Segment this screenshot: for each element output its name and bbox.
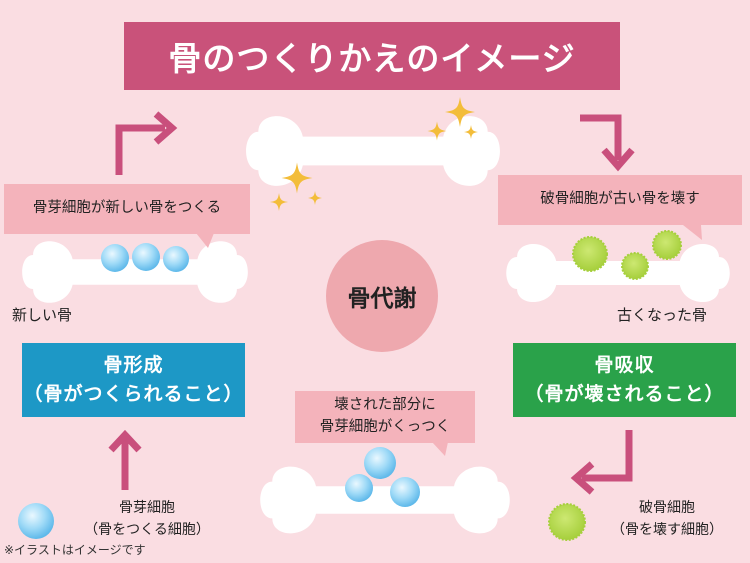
old-bone-label: 古くなった骨: [617, 306, 708, 324]
old-bone-illustration: [506, 243, 730, 303]
osteoblast-legend-line1: 骨芽細胞: [119, 500, 175, 516]
sparkle-icon: [270, 193, 288, 211]
page-title: 骨のつくりかえのイメージ: [124, 22, 620, 90]
bubble-tail: [196, 233, 214, 248]
repair-text-line1: 壊された部分に: [334, 397, 436, 414]
osteoblast-cell: [390, 477, 420, 507]
sparkle-icon: [308, 191, 322, 205]
footnote: ※イラストはイメージです: [4, 543, 146, 557]
arrow-up-right-icon: [115, 111, 178, 175]
bone-resorption-subtitle: （骨が壊されること）: [524, 383, 725, 405]
osteoblast-cell: [163, 246, 189, 272]
center-label: 骨代謝: [347, 286, 417, 312]
arrow-down-left-icon: [570, 430, 633, 495]
osteoblast-cell: [364, 447, 396, 479]
bone-formation-title: 骨形成: [103, 353, 164, 376]
osteoblast-cell: [101, 244, 129, 272]
osteoclast-legend-caption: 破骨細胞 （骨を壊す細胞）: [592, 498, 742, 541]
osteoclast-cell: [572, 236, 608, 272]
osteoblast-action-text: 骨芽細胞が新しい骨をつくる: [32, 200, 222, 217]
bone-formation-box: 骨形成 （骨がつくられること）: [22, 343, 245, 417]
osteoblast-legend-icon: [18, 503, 54, 539]
osteoblast-action-bubble: 骨芽細胞が新しい骨をつくる: [4, 184, 250, 234]
bone-metabolism-circle: 骨代謝: [326, 240, 438, 352]
bubble-tail: [683, 225, 702, 240]
osteoblast-cell: [132, 243, 160, 271]
osteoblast-legend-caption: 骨芽細胞 （骨をつくる細胞）: [62, 498, 232, 541]
bone-resorption-title: 骨吸収: [594, 353, 655, 376]
repair-text-line2: 骨芽細胞がくっつく: [319, 419, 451, 435]
arrow-right-down-icon: [580, 114, 635, 172]
bubble-tail: [432, 442, 448, 456]
arrow-up-icon: [108, 429, 142, 490]
osteoblast-cell: [345, 474, 373, 502]
new-bone-label: 新しい骨: [12, 306, 73, 324]
osteoclast-cell: [621, 252, 649, 280]
osteoclast-legend-line1: 破骨細胞: [639, 500, 695, 516]
osteoclast-legend-line2: （骨を壊す細胞）: [611, 521, 723, 538]
osteoblast-legend-line2: （骨をつくる細胞）: [84, 521, 210, 538]
osteoclast-action-text: 破骨細胞が古い骨を壊す: [540, 191, 700, 208]
repair-bubble: 壊された部分に 骨芽細胞がくっつく: [295, 391, 475, 443]
osteoclast-cell: [652, 230, 682, 260]
osteoclast-action-bubble: 破骨細胞が古い骨を壊す: [498, 175, 742, 225]
osteoclast-legend-icon: [548, 503, 586, 541]
top-bone: [246, 116, 500, 186]
bone-formation-subtitle: （骨がつくられること）: [23, 383, 244, 405]
bone-resorption-box: 骨吸収 （骨が壊されること）: [513, 343, 736, 417]
